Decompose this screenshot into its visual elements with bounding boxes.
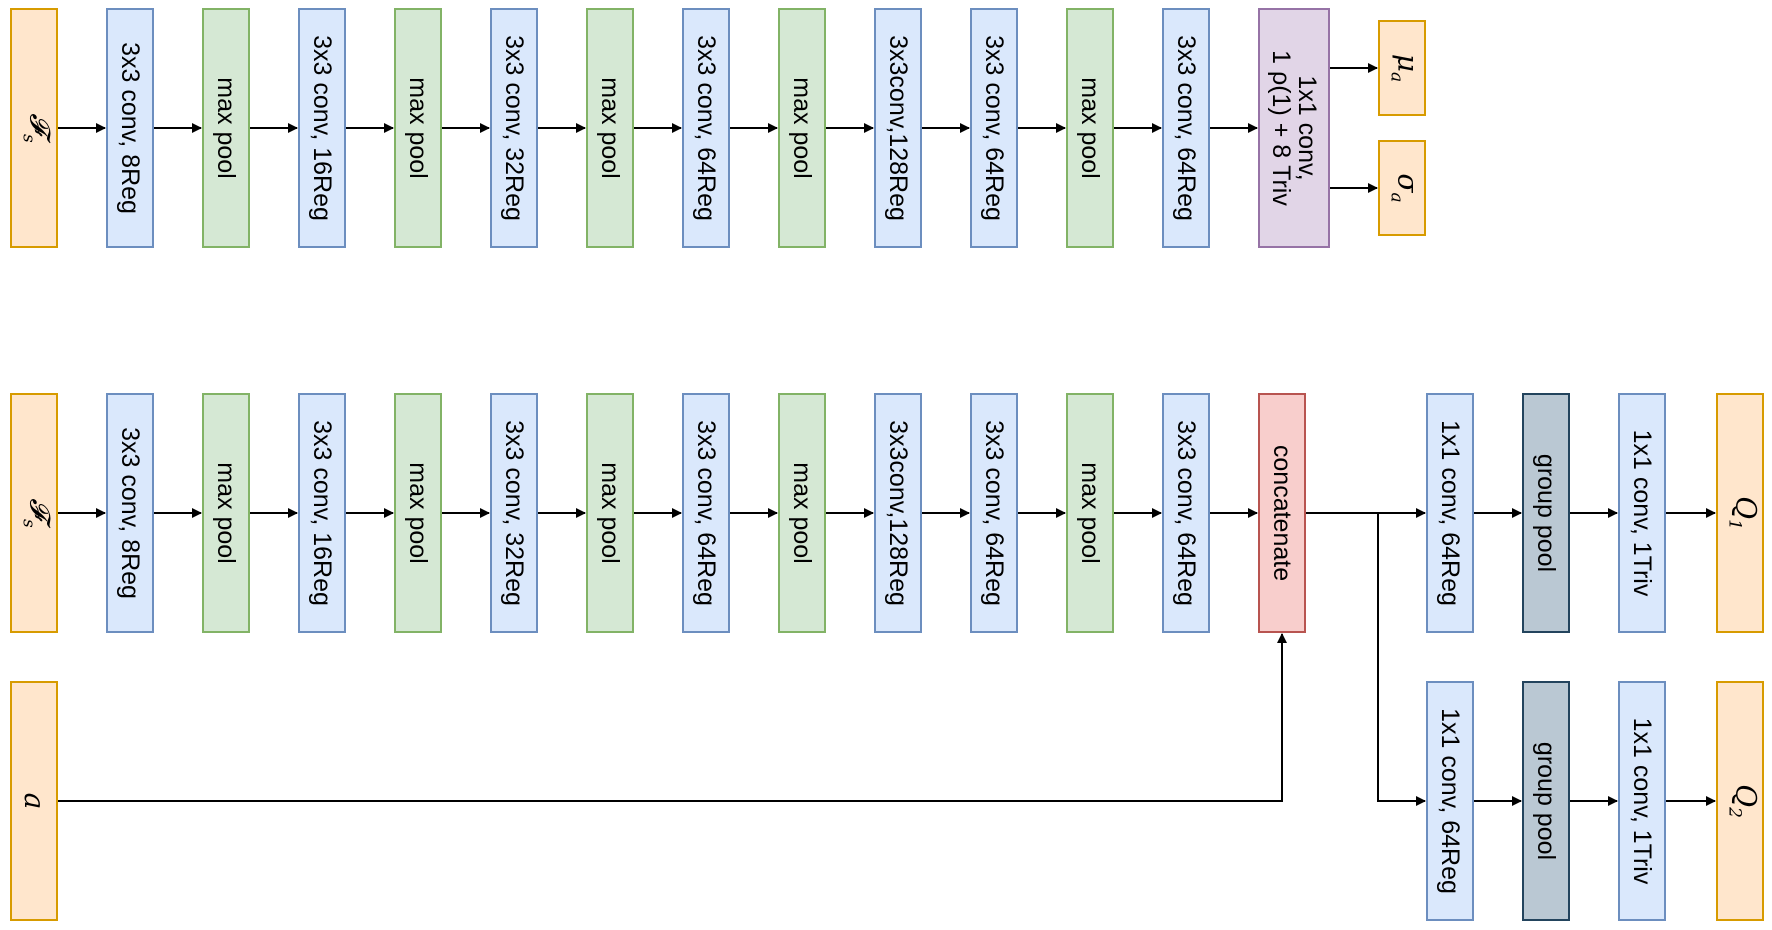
actor-input-symbol: 𝓕s [18, 113, 57, 143]
critic-layer-label: 3x3conv,128Reg [884, 420, 912, 606]
q2-conv-1triv: 1x1 conv, 1Triv [1618, 681, 1666, 921]
actor-conv-64reg: 3x3 conv, 64Reg [1162, 8, 1210, 248]
actor-layer-label: 3x3 conv, 32Reg [500, 35, 528, 221]
actor-max-pool: max pool [202, 8, 250, 248]
actor-max-pool: max pool [394, 8, 442, 248]
sigma-symbol: σa [1386, 173, 1425, 203]
critic-conv-32reg: 3x3 conv, 32Reg [490, 393, 538, 633]
critic-layer-label: 3x3 conv, 8Reg [116, 427, 144, 599]
q2-pool-label: group pool [1532, 741, 1560, 861]
q2-conv2-label: 1x1 conv, 1Triv [1628, 717, 1656, 885]
critic-layer-label: max pool [596, 462, 624, 564]
critic-layer-label: 3x3 conv, 32Reg [500, 420, 528, 606]
actor-input-box: 𝓕s [10, 8, 58, 248]
critic-layer-label: 3x3 conv, 16Reg [308, 420, 336, 606]
concatenate-box: concatenate [1258, 393, 1306, 633]
actor-layer-label: max pool [404, 77, 432, 179]
q2-output: Q2 [1716, 681, 1764, 921]
critic-layer-label: 3x3 conv, 64Reg [692, 420, 720, 606]
actor-layer-label: 3x3 conv, 64Reg [980, 35, 1008, 221]
actor-layer-label: 3x3 conv, 8Reg [116, 42, 144, 214]
q1-conv-64reg: 1x1 conv, 64Reg [1426, 393, 1474, 633]
actor-layer-label: 3x3 conv, 64Reg [692, 35, 720, 221]
critic-conv-64reg: 3x3 conv, 64Reg [1162, 393, 1210, 633]
critic-layer-label: max pool [1076, 462, 1104, 564]
critic-input-box: 𝓕s [10, 393, 58, 633]
actor-layer-label: 3x3 conv, 64Reg [1172, 35, 1200, 221]
q1-group-pool: group pool [1522, 393, 1570, 633]
q2-conv-64reg: 1x1 conv, 64Reg [1426, 681, 1474, 921]
critic-action-input-box: a [10, 681, 58, 921]
actor-conv-64reg: 3x3 conv, 64Reg [970, 8, 1018, 248]
actor-conv-128reg: 3x3conv,128Reg [874, 8, 922, 248]
actor-layer-label: 3x3conv,128Reg [884, 35, 912, 221]
critic-max-pool: max pool [778, 393, 826, 633]
actor-conv-8reg: 3x3 conv, 8Reg [106, 8, 154, 248]
actor-layer-label: max pool [788, 77, 816, 179]
actor-output-sigma: σa [1378, 140, 1426, 236]
actor-conv-32reg: 3x3 conv, 32Reg [490, 8, 538, 248]
q2-conv1-label: 1x1 conv, 64Reg [1436, 708, 1464, 894]
actor-max-pool: max pool [778, 8, 826, 248]
concat-to-q2-arrow [1377, 513, 1426, 806]
action-to-concat-arrow [58, 633, 1287, 802]
critic-layer-label: 3x3 conv, 64Reg [980, 420, 1008, 606]
mu-symbol: μa [1386, 53, 1425, 83]
critic-layer-label: 3x3 conv, 64Reg [1172, 420, 1200, 606]
q1-pool-label: group pool [1532, 453, 1560, 573]
critic-max-pool: max pool [1066, 393, 1114, 633]
q1-output: Q1 [1716, 393, 1764, 633]
critic-input-symbol: 𝓕s [18, 498, 57, 528]
critic-conv-128reg: 3x3conv,128Reg [874, 393, 922, 633]
q1-symbol: Q1 [1724, 496, 1763, 530]
actor-head-label: 1x1 conv, 1 ρ(1) + 8 Triv [1267, 50, 1321, 206]
actor-layer-label: max pool [1076, 77, 1104, 179]
critic-max-pool: max pool [586, 393, 634, 633]
actor-max-pool: max pool [586, 8, 634, 248]
actor-max-pool: max pool [1066, 8, 1114, 248]
critic-layer-label: max pool [404, 462, 432, 564]
q1-conv-1triv: 1x1 conv, 1Triv [1618, 393, 1666, 633]
critic-max-pool: max pool [202, 393, 250, 633]
actor-conv-16reg: 3x3 conv, 16Reg [298, 8, 346, 248]
critic-layer-label: max pool [788, 462, 816, 564]
actor-layer-label: 3x3 conv, 16Reg [308, 35, 336, 221]
critic-conv-64reg: 3x3 conv, 64Reg [970, 393, 1018, 633]
actor-layer-label: max pool [212, 77, 240, 179]
concatenate-label: concatenate [1268, 444, 1296, 582]
critic-conv-8reg: 3x3 conv, 8Reg [106, 393, 154, 633]
q1-conv2-label: 1x1 conv, 1Triv [1628, 429, 1656, 597]
q1-conv1-label: 1x1 conv, 64Reg [1436, 420, 1464, 606]
critic-conv-64reg: 3x3 conv, 64Reg [682, 393, 730, 633]
critic-conv-16reg: 3x3 conv, 16Reg [298, 393, 346, 633]
actor-layer-label: max pool [596, 77, 624, 179]
actor-output-head: 1x1 conv, 1 ρ(1) + 8 Triv [1258, 8, 1330, 248]
critic-layer-label: max pool [212, 462, 240, 564]
actor-output-mu: μa [1378, 20, 1426, 116]
action-symbol: a [18, 792, 51, 810]
actor-conv-64reg: 3x3 conv, 64Reg [682, 8, 730, 248]
critic-max-pool: max pool [394, 393, 442, 633]
q2-symbol: Q2 [1724, 784, 1763, 818]
q2-group-pool: group pool [1522, 681, 1570, 921]
